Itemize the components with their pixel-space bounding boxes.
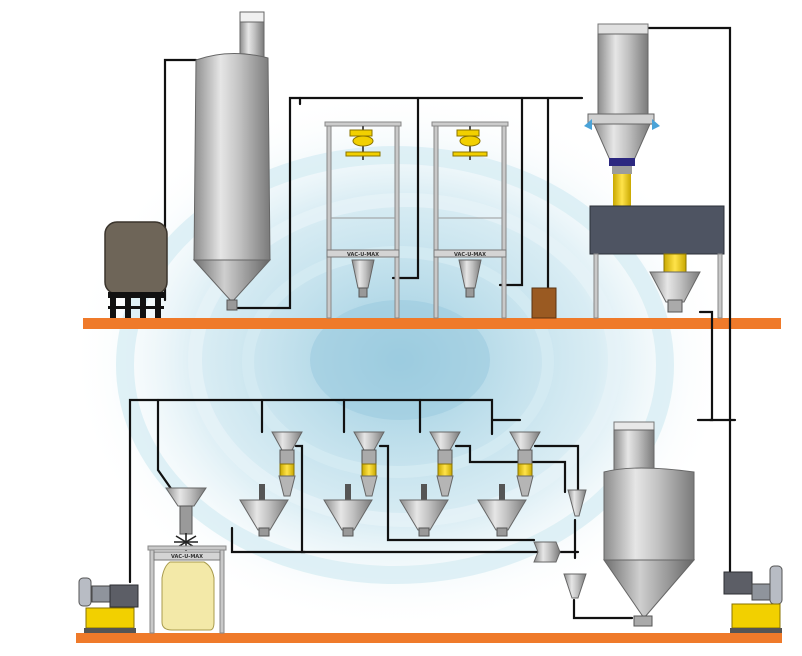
- filter-receiver-icon: [603, 421, 696, 627]
- cyclone-silo-icon: [192, 11, 272, 311]
- hopper-icon: [239, 431, 303, 537]
- mixer-plate-label: VAC-U-MAX: [347, 252, 379, 258]
- cyclone-silo-icon: [533, 489, 587, 599]
- bulk-bag-icon: VAC-U-MAX: [147, 487, 227, 634]
- unloader-plate-label: VAC-U-MAX: [171, 554, 203, 560]
- blower-icon: [78, 577, 139, 633]
- mixer-plate-label: VAC-U-MAX: [454, 252, 486, 258]
- hopper-icon: [477, 431, 541, 537]
- control-box: [531, 287, 557, 319]
- hopper-icon: [323, 431, 385, 537]
- lower-floor-beam: [76, 633, 782, 643]
- upper-floor-beam: [83, 318, 781, 329]
- mixer-icon: VAC-U-MAX: [431, 121, 509, 319]
- hopper-icon: [399, 431, 461, 537]
- filter-receiver-icon: [584, 23, 660, 206]
- drum-icon: [104, 221, 168, 318]
- mixer-icon: VAC-U-MAX: [324, 121, 402, 319]
- blower-icon: [723, 565, 783, 633]
- hopper-icon: [589, 205, 725, 319]
- vacuum-pipes: [128, 26, 737, 620]
